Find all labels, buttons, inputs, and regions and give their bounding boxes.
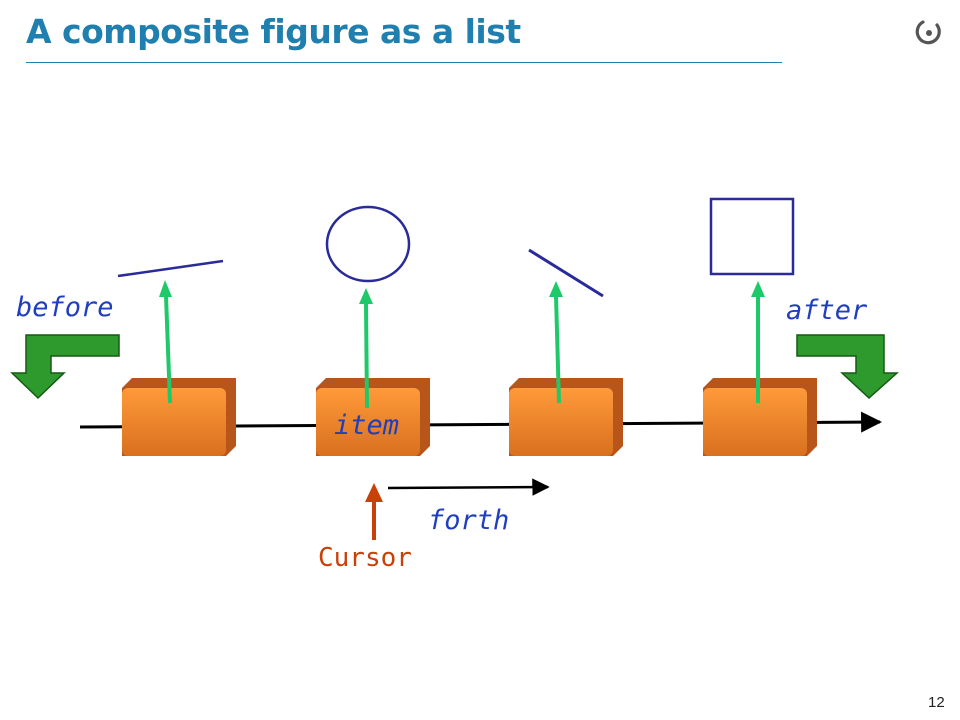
forth-arrow	[387, 478, 550, 496]
item-label: item	[334, 410, 400, 441]
before-label: before	[16, 292, 114, 323]
after-label: after	[786, 295, 868, 326]
green-bent-arrow-down-left-icon	[10, 334, 120, 400]
figure-square	[709, 197, 795, 276]
item-pointer-2	[359, 288, 373, 409]
cursor-arrow	[365, 483, 383, 540]
list-cell-3	[509, 378, 623, 456]
forth-label: forth	[428, 505, 510, 536]
item-pointer-3	[549, 281, 563, 404]
figure-circle	[325, 205, 411, 283]
green-bent-arrow-down-right-icon	[796, 334, 899, 400]
slide-title: A composite figure as a list	[26, 12, 521, 51]
figure-line-2	[528, 248, 604, 298]
page-number: 12	[928, 694, 945, 711]
title-underline	[26, 62, 782, 63]
eiffel-logo-icon	[915, 20, 941, 45]
figure-line-1	[117, 259, 224, 278]
list-cell-1	[122, 378, 236, 456]
item-pointer-4	[751, 281, 765, 403]
item-pointer-1	[159, 280, 172, 404]
list-cell-2	[316, 378, 430, 456]
cursor-label: Cursor	[318, 543, 412, 573]
list-cell-4	[703, 378, 817, 456]
